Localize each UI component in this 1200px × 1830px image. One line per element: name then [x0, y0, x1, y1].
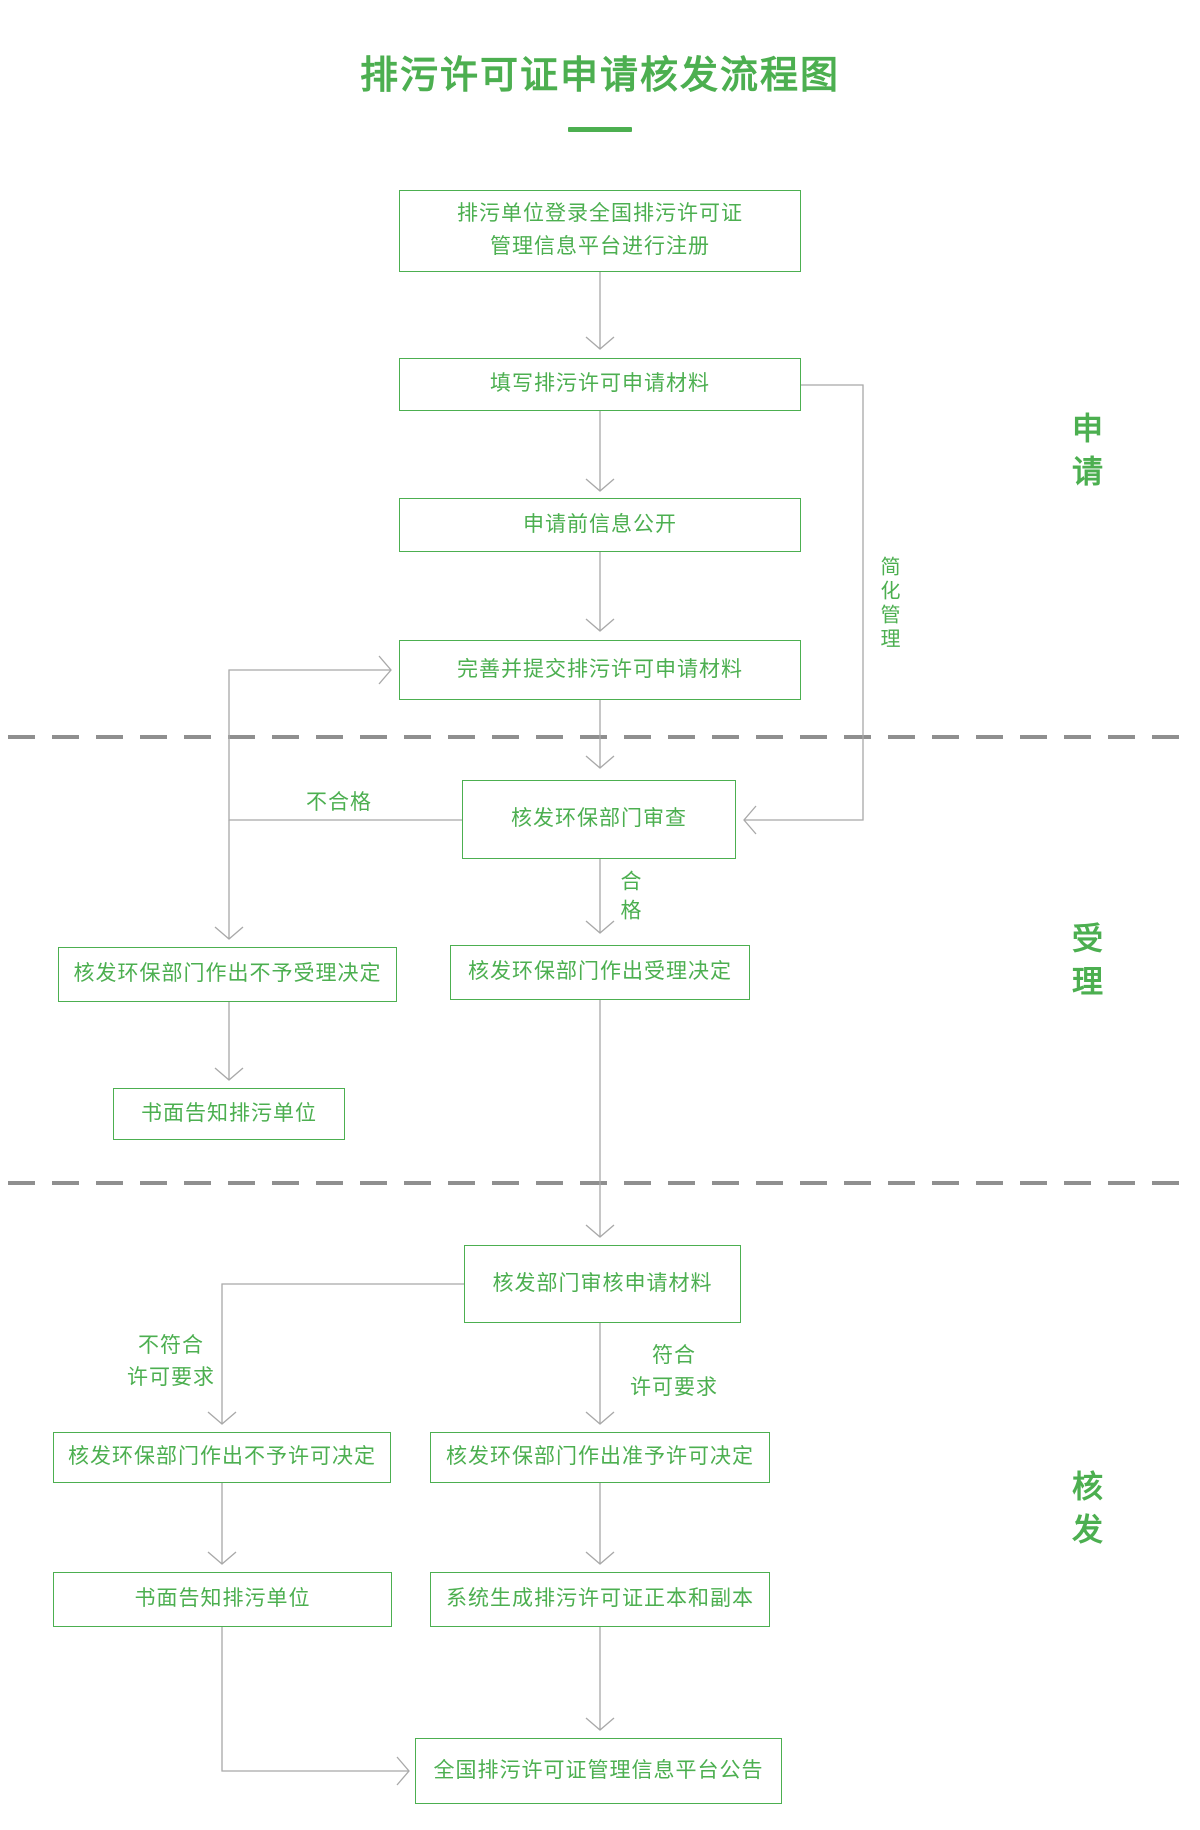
node-written-notice-2: 书面告知排污单位 — [53, 1572, 392, 1627]
edge-label-not-meet-requirements: 不符合 许可要求 — [127, 1334, 215, 1389]
edge-label-meet-requirements: 符合 许可要求 — [630, 1344, 718, 1399]
node-deny-permit-decision: 核发环保部门作出不予许可决定 — [53, 1432, 391, 1483]
node-platform-announcement: 全国排污许可证管理信息平台公告 — [415, 1738, 782, 1804]
node-dept-examine: 核发部门审核申请材料 — [464, 1245, 741, 1323]
section-label-apply: 申请 — [1067, 412, 1102, 498]
edge-simplified-management-bypass — [743, 384, 864, 835]
edge-label-qualified: 合格 — [618, 870, 641, 928]
node-written-notice-1: 书面告知排污单位 — [113, 1088, 345, 1140]
node-grant-permit-decision: 核发环保部门作出准予许可决定 — [430, 1432, 770, 1483]
edge-label-unqualified: 不合格 — [306, 791, 372, 814]
node-fill-materials: 填写排污许可申请材料 — [399, 358, 801, 411]
section-label-issue: 核发 — [1067, 1470, 1102, 1556]
edge-examine-to-deny — [207, 1283, 464, 1425]
title-underline — [568, 127, 632, 132]
page-title: 排污许可证申请核发流程图 — [359, 55, 840, 97]
section-label-accept: 受理 — [1067, 922, 1102, 1008]
node-dept-review: 核发环保部门审查 — [462, 780, 736, 859]
node-complete-submit: 完善并提交排污许可申请材料 — [399, 640, 801, 700]
node-register: 排污单位登录全国排污许可证 管理信息平台进行注册 — [399, 190, 801, 272]
node-generate-license: 系统生成排污许可证正本和副本 — [430, 1572, 770, 1627]
node-accept-decision: 核发环保部门作出受理决定 — [450, 945, 750, 1000]
edge-unqualified-loop-to-submit — [228, 655, 462, 821]
edge-label-simplified-management: 简化管理 — [877, 556, 899, 652]
node-not-accept-decision: 核发环保部门作出不予受理决定 — [58, 947, 397, 1002]
node-pre-apply-disclosure: 申请前信息公开 — [399, 498, 801, 552]
edge-notice2-to-announcement — [221, 1627, 410, 1786]
